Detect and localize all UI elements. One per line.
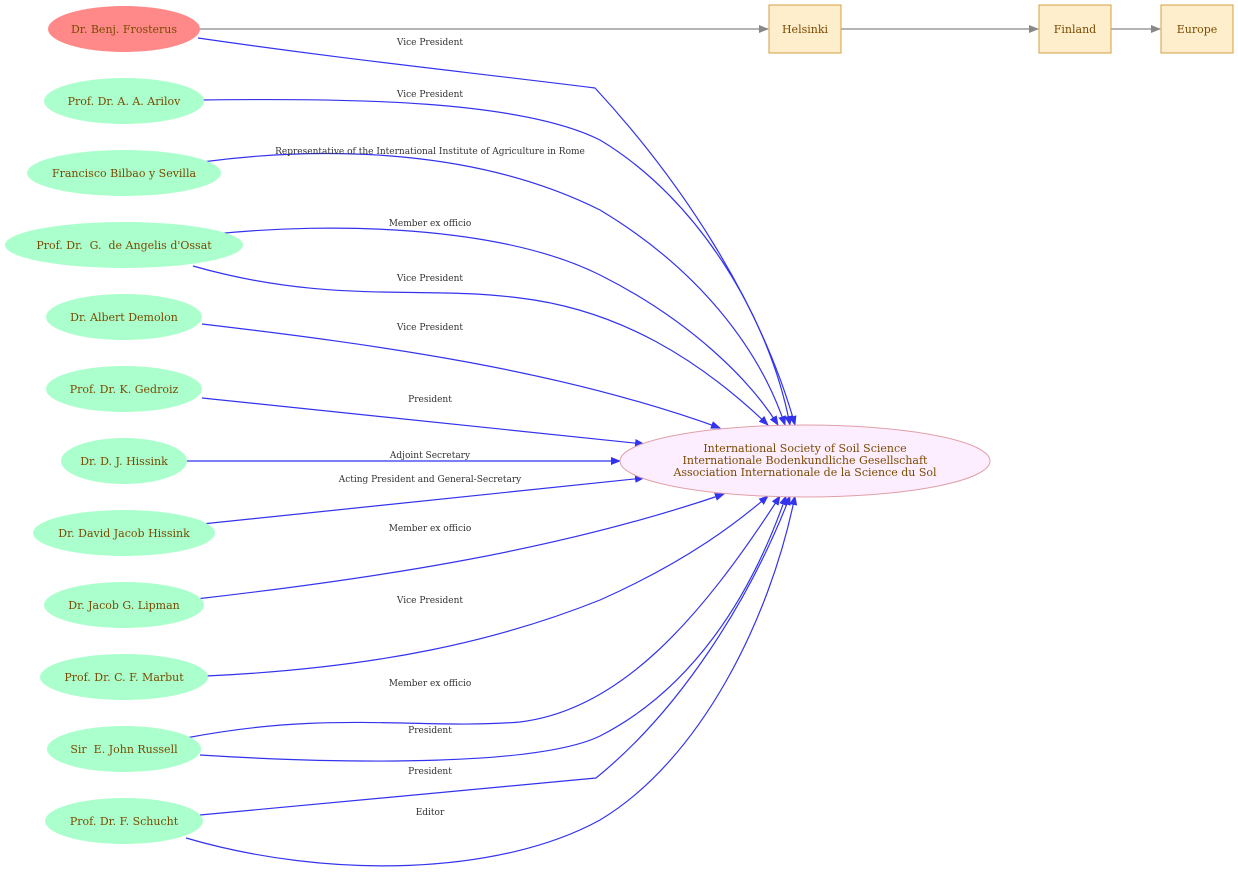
node-shape bbox=[46, 366, 202, 412]
edge-label: President bbox=[408, 767, 452, 777]
node-shape bbox=[5, 222, 243, 268]
edge-label: Vice President bbox=[396, 90, 464, 100]
person-node[interactable]: Dr. Albert Demolon bbox=[46, 294, 202, 340]
edge-angelis-member bbox=[214, 227, 779, 426]
person-nodes: Dr. Benj. Frosterus Prof. Dr. A. A. Aril… bbox=[5, 6, 243, 844]
person-node[interactable]: Prof. Dr. A. A. Arilov bbox=[44, 78, 204, 124]
organization-name-de: Internationale Bodenkundliche Gesellscha… bbox=[683, 454, 929, 467]
edge-schucht-editor bbox=[185, 495, 798, 867]
edge-label: Vice President bbox=[396, 38, 464, 48]
node-label: Prof. Dr. K. Gedroiz bbox=[70, 383, 179, 396]
edge-label: President bbox=[408, 395, 452, 405]
edge-schucht-president bbox=[199, 495, 791, 816]
node-shape bbox=[619, 424, 991, 498]
node-label: Finland bbox=[1054, 23, 1096, 36]
node-label: Prof. Dr. G. de Angelis d'Ossat bbox=[36, 239, 212, 252]
edge-label: Member ex officio bbox=[389, 219, 472, 229]
node-shape bbox=[61, 438, 187, 484]
edge-label: Adjoint Secretary bbox=[389, 451, 471, 461]
node-shape bbox=[27, 150, 221, 196]
node-shape bbox=[1160, 4, 1234, 54]
edge-arilov-vice-president bbox=[201, 98, 793, 426]
node-shape bbox=[40, 654, 208, 700]
node-label: Prof. Dr. A. A. Arilov bbox=[68, 95, 182, 108]
node-label: Dr. David Jacob Hissink bbox=[58, 527, 190, 540]
node-label: Europe bbox=[1177, 23, 1218, 36]
edge-label: Editor bbox=[416, 808, 445, 818]
edge-lipman-member bbox=[195, 493, 725, 600]
edge-label: Member ex officio bbox=[389, 679, 472, 689]
person-node[interactable]: Sir E. John Russell bbox=[47, 726, 201, 772]
edge-russell-president bbox=[199, 495, 787, 762]
person-node[interactable]: Francisco Bilbao y Sevilla bbox=[27, 150, 221, 196]
edge-marbut-vice-president bbox=[205, 495, 769, 677]
node-shape bbox=[44, 582, 204, 628]
edge-gedroiz-president bbox=[201, 397, 645, 447]
place-node-europe[interactable]: Europe bbox=[1160, 4, 1234, 54]
person-node[interactable]: Dr. Benj. Frosterus bbox=[48, 6, 200, 52]
edge-label: President bbox=[408, 726, 452, 736]
node-label: Dr. Albert Demolon bbox=[70, 311, 178, 324]
person-node[interactable]: Prof. Dr. G. de Angelis d'Ossat bbox=[5, 222, 243, 268]
person-node[interactable]: Dr. Jacob G. Lipman bbox=[44, 582, 204, 628]
edge-label: Representative of the International Inst… bbox=[275, 147, 585, 157]
edge-bilbao-representative bbox=[201, 152, 786, 426]
edges bbox=[185, 37, 798, 867]
place-node-finland[interactable]: Finland bbox=[1038, 4, 1112, 54]
node-label: Helsinki bbox=[782, 23, 829, 36]
person-node[interactable]: Prof. Dr. C. F. Marbut bbox=[40, 654, 208, 700]
person-node[interactable]: Dr. David Jacob Hissink bbox=[33, 510, 215, 556]
node-label: Dr. Benj. Frosterus bbox=[71, 23, 177, 36]
edge-russell-member bbox=[185, 495, 781, 739]
node-shape bbox=[47, 726, 201, 772]
node-label: Dr. Jacob G. Lipman bbox=[68, 599, 179, 612]
person-node[interactable]: Prof. Dr. K. Gedroiz bbox=[46, 366, 202, 412]
node-shape bbox=[45, 798, 203, 844]
node-label: Prof. Dr. F. Schucht bbox=[70, 815, 179, 828]
edge-angelis-vice-president bbox=[192, 265, 769, 426]
node-shape bbox=[768, 4, 842, 54]
edge-label: Acting President and General-Secretary bbox=[338, 475, 522, 485]
person-node[interactable]: Prof. Dr. F. Schucht bbox=[45, 798, 203, 844]
node-label: Sir E. John Russell bbox=[70, 743, 178, 756]
node-shape bbox=[1038, 4, 1112, 54]
person-node[interactable]: Dr. D. J. Hissink bbox=[61, 438, 187, 484]
node-label: Dr. D. J. Hissink bbox=[80, 455, 168, 468]
place-node-helsinki[interactable]: Helsinki bbox=[768, 4, 842, 54]
edge-label: Vice President bbox=[396, 323, 464, 333]
organization-name-en: International Society of Soil Science bbox=[703, 442, 906, 455]
place-nodes: Helsinki Finland Europe bbox=[768, 4, 1234, 54]
edge-label: Member ex officio bbox=[389, 524, 472, 534]
node-shape bbox=[33, 510, 215, 556]
edge-label: Vice President bbox=[396, 596, 464, 606]
edge-frosterus-vice-president bbox=[197, 37, 797, 426]
node-shape bbox=[46, 294, 202, 340]
edge-label: Vice President bbox=[396, 274, 464, 284]
node-shape bbox=[44, 78, 204, 124]
node-label: Francisco Bilbao y Sevilla bbox=[52, 167, 197, 180]
organization-name-fr: Association Internationale de la Science… bbox=[672, 466, 937, 479]
node-shape bbox=[48, 6, 200, 52]
edge-labels: Vice President Vice President Representa… bbox=[275, 38, 585, 818]
organization-node[interactable]: International Society of Soil Science In… bbox=[619, 424, 991, 498]
node-label: Prof. Dr. C. F. Marbut bbox=[64, 671, 184, 684]
edge-demolon-vice-president bbox=[201, 323, 721, 429]
